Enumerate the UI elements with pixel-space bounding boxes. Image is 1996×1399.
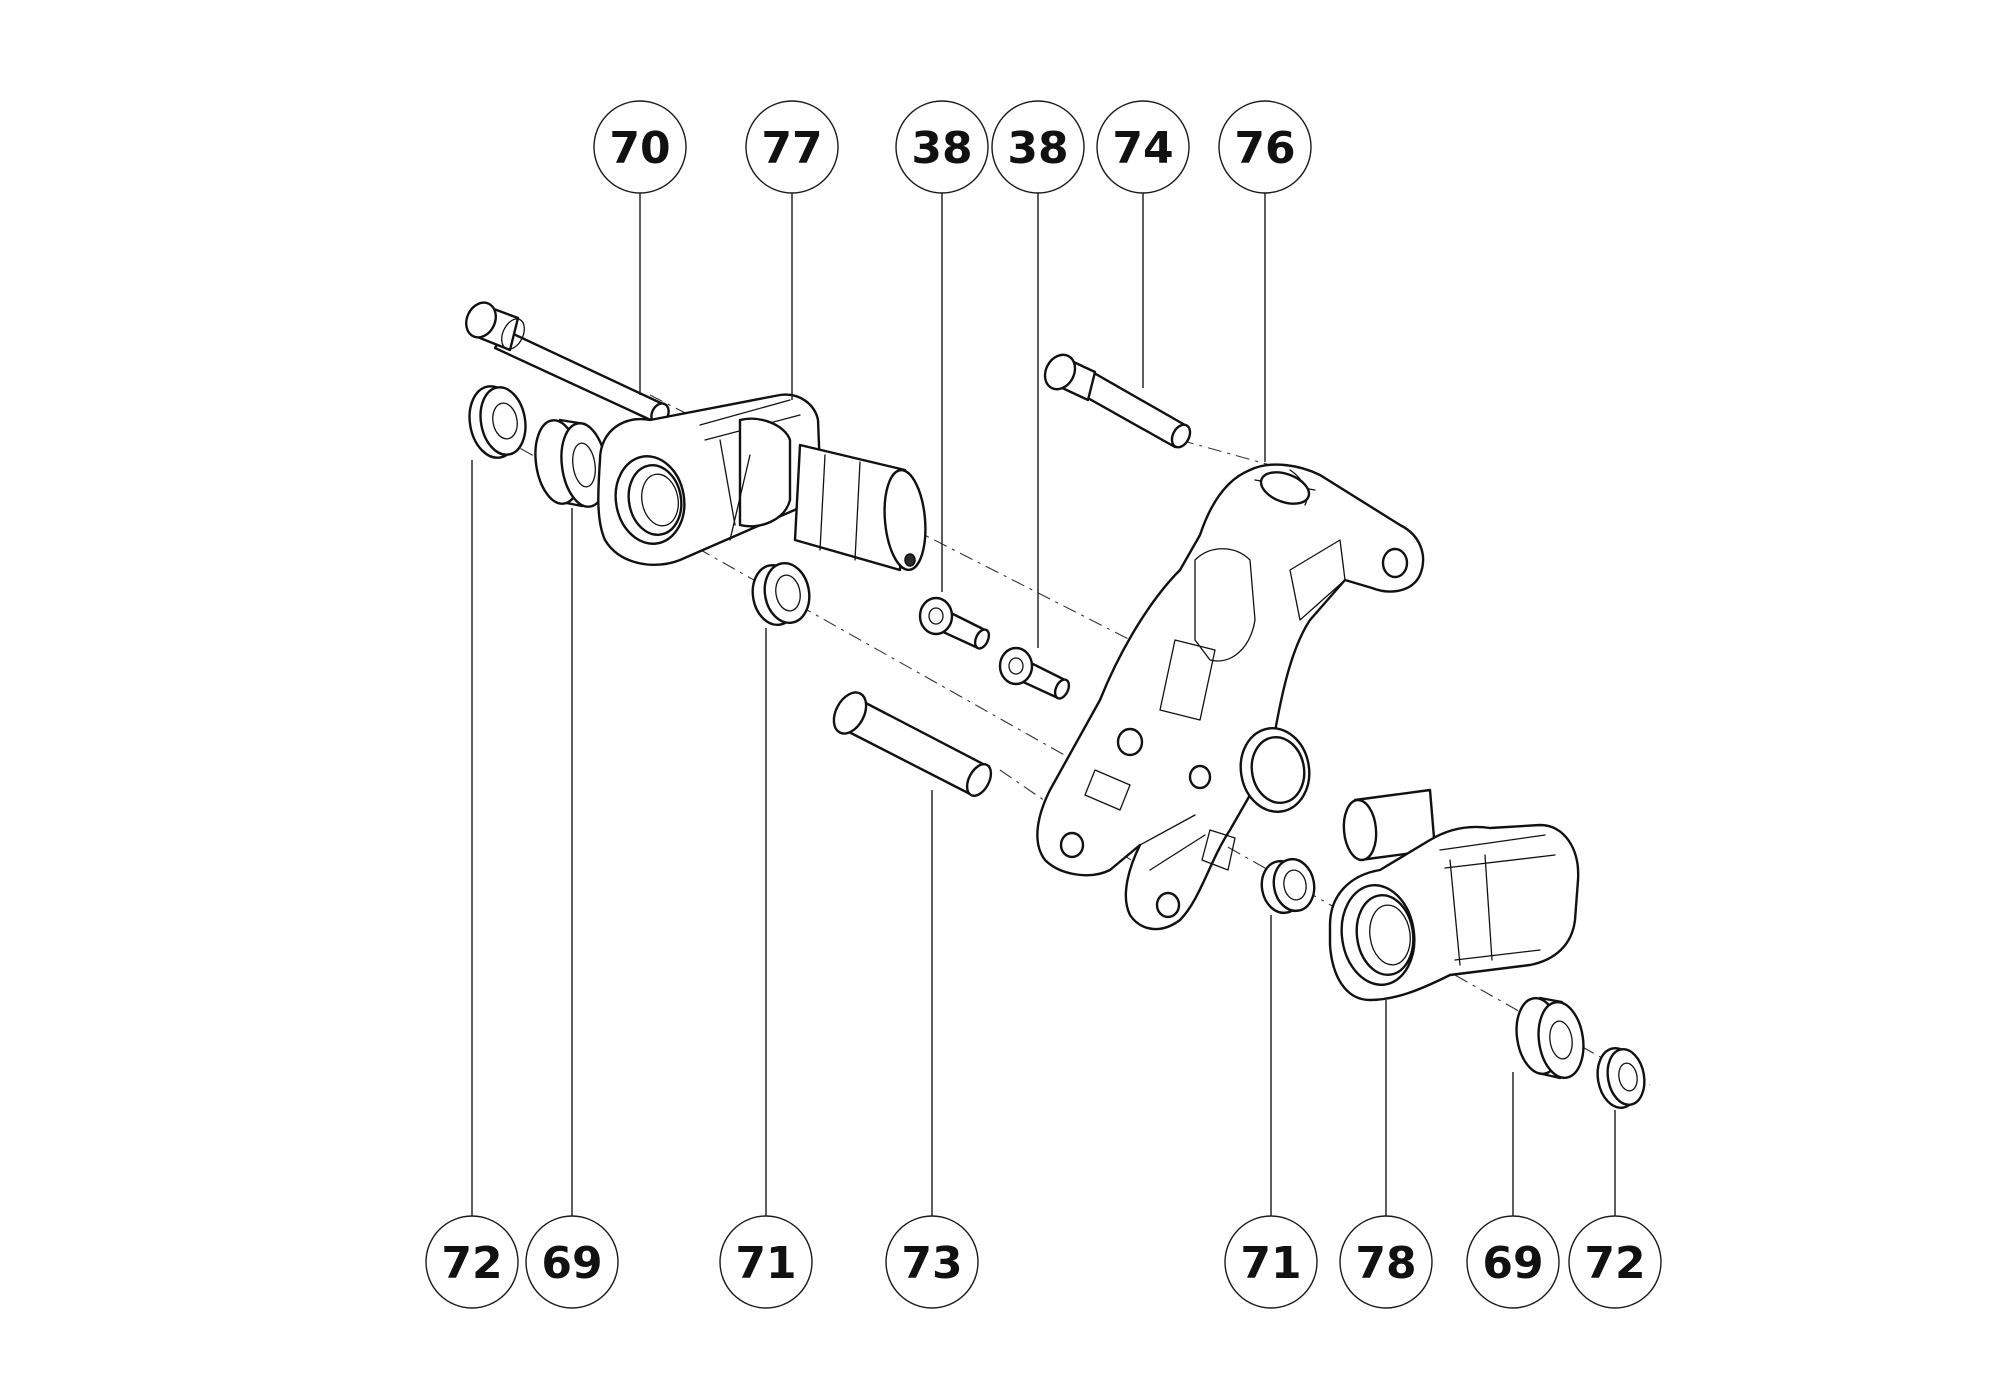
leader-lines (471, 184, 1616, 1225)
callout-label: 72 (441, 1238, 502, 1289)
callout-72-b: 72 (1568, 1215, 1662, 1309)
callout-label: 38 (911, 123, 972, 174)
part-74-bolt (1043, 353, 1192, 449)
callout-71-b: 71 (1224, 1215, 1318, 1309)
callout-label: 72 (1584, 1238, 1645, 1289)
part-77-link-arm (597, 393, 927, 572)
callout-71-a: 71 (719, 1215, 813, 1309)
part-69-left-bearing (534, 418, 608, 508)
callout-label: 71 (735, 1238, 796, 1289)
callout-69-a: 69 (525, 1215, 619, 1309)
part-38-screw-b (998, 646, 1071, 700)
callout-76: 76 (1218, 100, 1312, 194)
part-71-left-bushing (751, 562, 811, 626)
callout-72-a: 72 (425, 1215, 519, 1309)
part-69-right-bearing (1515, 996, 1585, 1080)
callout-label: 74 (1112, 123, 1173, 174)
part-38-screw-a (918, 596, 991, 650)
part-72-left-washer (468, 385, 527, 459)
callout-38-b: 38 (991, 100, 1085, 194)
callout-label: 73 (901, 1238, 962, 1289)
part-76-rocker (1036, 463, 1425, 931)
part-72-right-washer (1596, 1047, 1646, 1109)
part-73-pin (832, 691, 993, 797)
callout-label: 76 (1234, 123, 1295, 174)
callout-label: 77 (761, 123, 822, 174)
part-78-link-arm (1328, 788, 1580, 1002)
callout-38-a: 38 (895, 100, 989, 194)
callout-label: 78 (1355, 1238, 1416, 1289)
callout-label: 69 (541, 1238, 602, 1289)
callout-74: 74 (1096, 100, 1190, 194)
callout-77: 77 (745, 100, 839, 194)
part-71-right-bushing (1260, 857, 1316, 915)
callout-label: 69 (1482, 1238, 1543, 1289)
callout-label: 70 (609, 123, 670, 174)
callout-73: 73 (885, 1215, 979, 1309)
callout-78: 78 (1339, 1215, 1433, 1309)
callout-label: 71 (1240, 1238, 1301, 1289)
callout-69-b: 69 (1466, 1215, 1560, 1309)
callout-70: 70 (593, 100, 687, 194)
callout-label: 38 (1007, 123, 1068, 174)
